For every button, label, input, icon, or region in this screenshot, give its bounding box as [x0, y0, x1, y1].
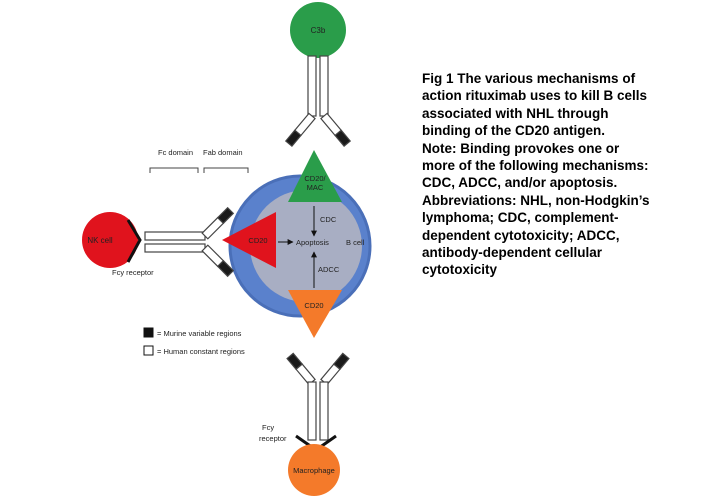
legend-swatch-murine — [143, 327, 154, 338]
legend-label-murine: = Murine variable regions — [157, 329, 242, 338]
c3b-circle — [290, 2, 346, 58]
apoptosis-label: Apoptosis — [296, 238, 329, 247]
b-cell-label: B cell — [346, 238, 365, 247]
b-cell-nucleus — [250, 190, 362, 302]
caption-line: Note: Binding provokes one or — [422, 140, 620, 156]
caption-line: dependent cytotoxicity; ADCC, — [422, 227, 620, 243]
cdc-label: CDC — [320, 215, 337, 224]
cd20-mac-triangle — [288, 150, 342, 202]
left-antibody — [144, 206, 235, 278]
bottom-antibody — [286, 352, 350, 441]
caption-line: action rituximab uses to kill B cells — [422, 88, 648, 104]
legend-swatch-human — [143, 345, 154, 356]
fab-domain-label: Fab domain — [203, 148, 243, 157]
nk-cell-label: NK cell — [87, 236, 113, 245]
top-antibody — [284, 55, 352, 147]
nk-cell-circle — [82, 212, 138, 268]
caption-line: cytotoxicity — [422, 262, 498, 278]
caption-line: Abbreviations: NHL, non-Hodgkin’s — [422, 192, 650, 208]
cd20-bottom-label: CD20 — [304, 301, 323, 310]
figure-caption: Fig 1 The various mechanisms of action r… — [422, 70, 712, 279]
macrophage-label: Macrophage — [293, 466, 335, 475]
cd20-mac-label-line2: MAC — [307, 183, 324, 192]
legend-label-human: = Human constant regions — [157, 347, 245, 356]
fc-fab-brackets — [149, 167, 249, 173]
adcc-label: ADCC — [318, 265, 340, 274]
caption-line: Fig 1 The various mechanisms of — [422, 71, 636, 86]
fc-domain-label: Fc domain — [158, 148, 193, 157]
caption-line: antibody-dependent cellular — [422, 245, 603, 261]
cd20-left-triangle — [222, 212, 276, 268]
cd20-bottom-triangle — [288, 290, 342, 338]
fcy-receptor-left-icon — [126, 219, 142, 263]
fcy-receptor-bottom-label-line2: receptor — [259, 434, 287, 443]
caption-line: more of the following mechanisms: — [422, 158, 649, 174]
cd20-mac-label-line1: CD20/ — [304, 174, 326, 183]
macrophage-circle — [288, 444, 340, 496]
mechanism-diagram: C3b CD20/ MAC NK cell Fcy receptor Fc do… — [82, 2, 372, 496]
c3b-label: C3b — [311, 26, 326, 35]
caption-line: associated with NHL through — [422, 105, 609, 121]
fcy-receptor-bottom-label-line1: Fcy — [262, 423, 274, 432]
legend: = Murine variable regions = Human consta… — [143, 327, 245, 356]
caption-line: CDC, ADCC, and/or apoptosis. — [422, 175, 618, 191]
caption-line: lymphoma; CDC, complement- — [422, 210, 619, 226]
cd20-left-label: CD20 — [248, 236, 267, 245]
fcy-receptor-left-label: Fcy receptor — [112, 268, 154, 277]
caption-line: binding of the CD20 antigen. — [422, 123, 605, 139]
